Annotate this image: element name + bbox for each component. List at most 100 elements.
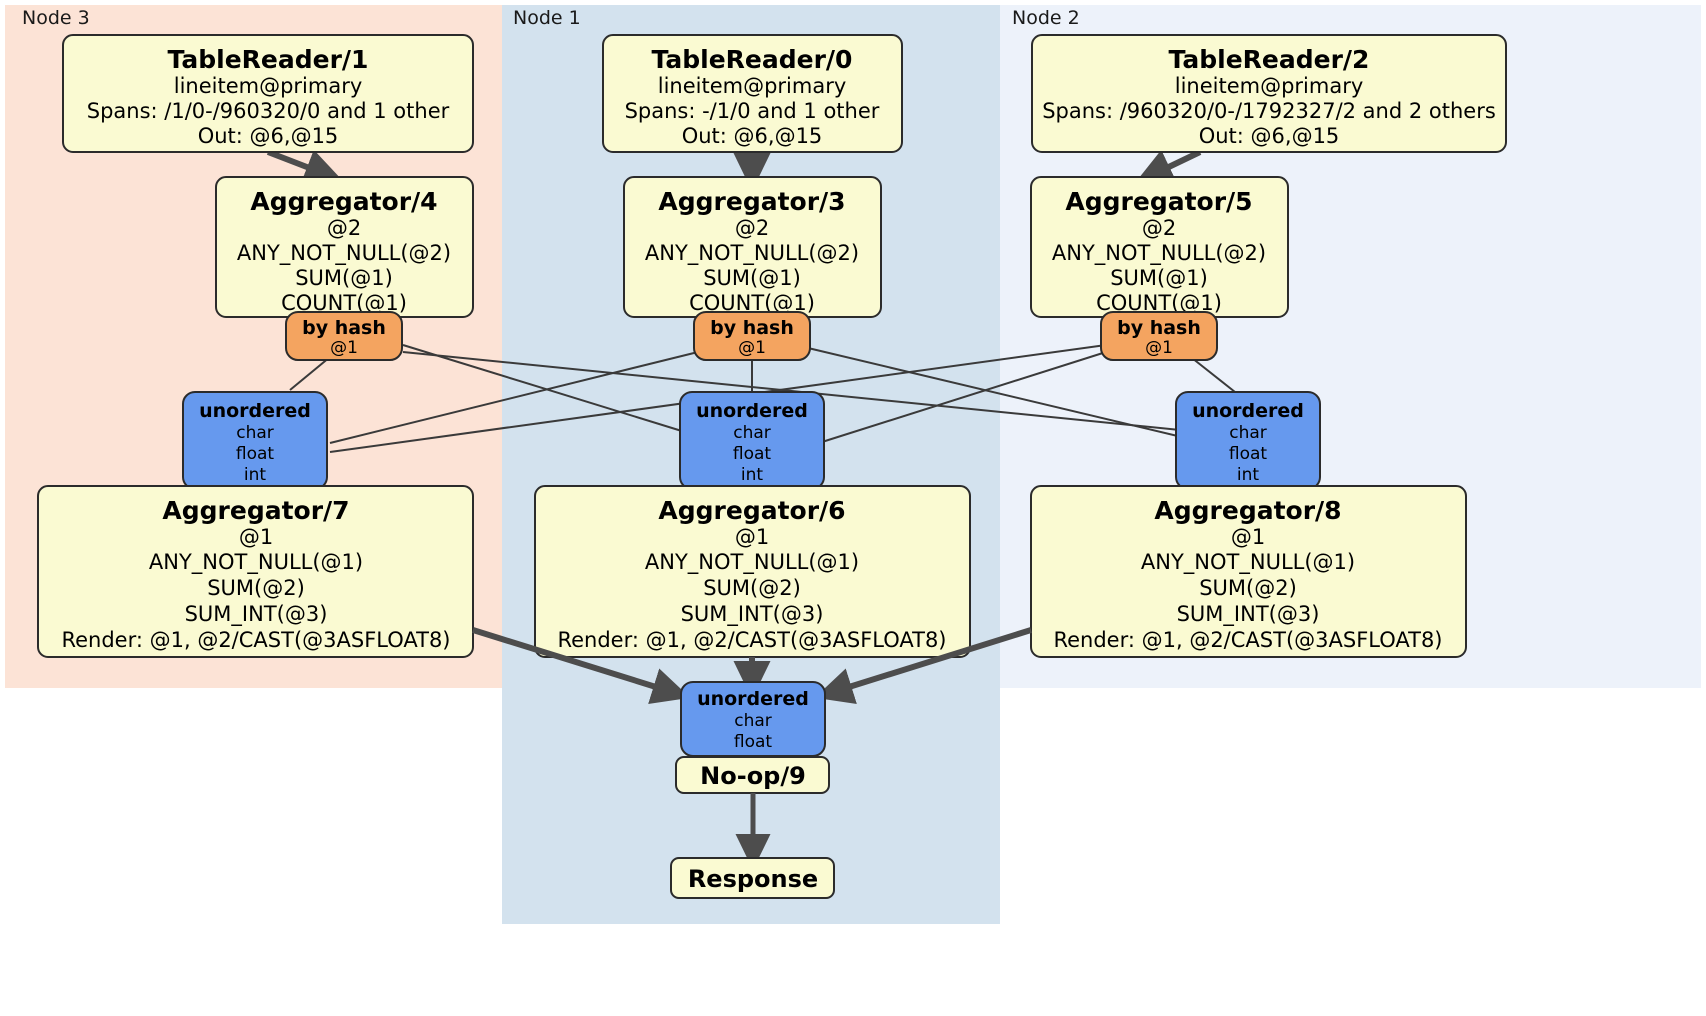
response-box[interactable]: [670, 857, 835, 899]
aggregator-7-title: Aggregator/7: [162, 496, 349, 525]
hash-router-node1-title: by hash: [710, 317, 794, 339]
aggregator-6-group: @1: [735, 525, 769, 549]
final-unordered-type-1: char: [734, 711, 772, 731]
hash-router-node2-column: @1: [1145, 338, 1173, 358]
panel-label-node-1: Node 1: [513, 7, 581, 29]
edge-hash5-unord8: [1191, 357, 1236, 393]
panel-label-node-3: Node 3: [22, 7, 90, 29]
aggregator-4-group: @2: [327, 216, 361, 240]
aggregator-4-title: Aggregator/4: [250, 187, 437, 216]
aggregator-7-box[interactable]: [37, 485, 474, 658]
reader-to-aggregator-edges: [266, 149, 1202, 192]
hash-router-node3-title: by hash: [302, 317, 386, 339]
aggregator-6-agg2: SUM(@2): [703, 576, 801, 600]
unordered-router-node3-type-2: float: [236, 444, 275, 464]
aggregator-7-agg2: SUM(@2): [207, 576, 305, 600]
aggregator-6[interactable]: Aggregator/6 @1 ANY_NOT_NULL(@1) SUM(@2)…: [534, 485, 971, 658]
table-reader-2[interactable]: TableReader/2 lineitem@primary Spans: /9…: [1031, 34, 1507, 153]
unordered-router-node2-type-3: int: [1237, 465, 1259, 485]
aggregator-to-final-edges: [472, 627, 1032, 705]
aggregator-8-agg2: SUM(@2): [1199, 576, 1297, 600]
edge-hash4-unord7: [289, 356, 331, 391]
aggregator-8-render: Render: @1, @2/CAST(@3ASFLOAT8): [1053, 628, 1442, 652]
aggregator-3-agg2: SUM(@1): [703, 266, 801, 290]
unordered-router-node3-type-1: char: [236, 423, 274, 443]
noop-processor[interactable]: No-op/9: [675, 756, 830, 794]
table-reader-0-title: TableReader/0: [652, 45, 853, 74]
hash-router-node2[interactable]: by hash @1: [1100, 311, 1218, 361]
aggregator-8[interactable]: Aggregator/8 @1 ANY_NOT_NULL(@1) SUM(@2)…: [1030, 485, 1467, 658]
table-reader-0[interactable]: TableReader/0 lineitem@primary Spans: -/…: [602, 34, 903, 153]
hash-router-node3[interactable]: by hash @1: [285, 311, 403, 361]
aggregator-3-group: @2: [735, 216, 769, 240]
edge-agg8-final: [814, 627, 1032, 705]
hash-router-node1-column: @1: [738, 338, 766, 358]
aggregator-8-title: Aggregator/8: [1154, 496, 1341, 525]
response-node[interactable]: Response: [670, 857, 835, 899]
edge-hash5-unord6: [821, 351, 1107, 443]
aggregator-5[interactable]: Aggregator/5 @2 ANY_NOT_NULL(@2) SUM(@1)…: [1030, 176, 1289, 318]
unordered-router-node2-title: unordered: [1192, 400, 1304, 422]
unordered-router-node3[interactable]: unordered char float int: [182, 391, 328, 490]
table-reader-1[interactable]: TableReader/1 lineitem@primary Spans: /1…: [62, 34, 474, 153]
edge-hash4-unord6: [402, 344, 686, 433]
unordered-router-node1-type-1: char: [733, 423, 771, 443]
aggregator-4[interactable]: Aggregator/4 @2 ANY_NOT_NULL(@2) SUM(@1)…: [215, 176, 474, 318]
unordered-router-node2-type-1: char: [1229, 423, 1267, 443]
edge-hash3-unord7: [329, 351, 699, 444]
table-reader-1-spans: Spans: /1/0-/960320/0 and 1 other: [87, 99, 450, 123]
aggregator-5-title: Aggregator/5: [1065, 187, 1252, 216]
hash-router-node3-box[interactable]: [285, 311, 403, 361]
aggregator-7-render: Render: @1, @2/CAST(@3ASFLOAT8): [61, 628, 450, 652]
aggregator-4-agg2: SUM(@1): [295, 266, 393, 290]
table-reader-2-box[interactable]: [1031, 34, 1507, 153]
aggregator-4-agg1: ANY_NOT_NULL(@2): [237, 241, 451, 266]
panel-label-node-2: Node 2: [1012, 7, 1080, 29]
aggregator-7-agg3: SUM_INT(@3): [185, 602, 328, 627]
edge-reader1-agg4: [266, 149, 343, 185]
aggregator-7[interactable]: Aggregator/7 @1 ANY_NOT_NULL(@1) SUM(@2)…: [37, 485, 474, 658]
table-reader-2-table: lineitem@primary: [1175, 74, 1364, 98]
final-unordered-router[interactable]: unordered char float: [680, 681, 826, 757]
table-reader-2-out: Out: @6,@15: [1199, 124, 1340, 148]
unordered-router-node1-title: unordered: [696, 400, 808, 422]
aggregator-8-group: @1: [1231, 525, 1265, 549]
hash-router-node1[interactable]: by hash @1: [693, 311, 811, 361]
aggregator-3-agg1: ANY_NOT_NULL(@2): [645, 241, 859, 266]
aggregator-6-title: Aggregator/6: [658, 496, 845, 525]
unordered-router-node2[interactable]: unordered char float int: [1175, 391, 1321, 490]
aggregator-8-agg1: ANY_NOT_NULL(@1): [1141, 550, 1355, 575]
hash-router-node1-box[interactable]: [693, 311, 811, 361]
table-reader-0-spans: Spans: -/1/0 and 1 other: [625, 99, 880, 123]
table-reader-0-box[interactable]: [602, 34, 903, 153]
aggregator-8-agg3: SUM_INT(@3): [1177, 602, 1320, 627]
aggregator-3-title: Aggregator/3: [658, 187, 845, 216]
table-reader-2-title: TableReader/2: [1169, 45, 1370, 74]
table-reader-1-out: Out: @6,@15: [198, 124, 339, 148]
aggregator-6-render: Render: @1, @2/CAST(@3ASFLOAT8): [557, 628, 946, 652]
table-reader-0-out: Out: @6,@15: [682, 124, 823, 148]
hash-router-node2-box[interactable]: [1100, 311, 1218, 361]
aggregator-7-agg1: ANY_NOT_NULL(@1): [149, 550, 363, 575]
aggregator-5-agg2: SUM(@1): [1110, 266, 1208, 290]
noop-title: No-op/9: [700, 762, 806, 790]
aggregator-8-box[interactable]: [1030, 485, 1467, 658]
unordered-router-node3-title: unordered: [199, 400, 311, 422]
edge-reader2-agg5: [1134, 149, 1202, 184]
unordered-router-node1[interactable]: unordered char float int: [679, 391, 825, 490]
aggregator-6-agg1: ANY_NOT_NULL(@1): [645, 550, 859, 575]
unordered-router-node1-type-2: float: [733, 444, 772, 464]
hash-router-node3-column: @1: [330, 338, 358, 358]
aggregator-7-group: @1: [239, 525, 273, 549]
edge-agg7-final: [472, 627, 691, 705]
table-reader-0-table: lineitem@primary: [658, 74, 847, 98]
aggregator-3[interactable]: Aggregator/3 @2 ANY_NOT_NULL(@2) SUM(@1)…: [623, 176, 882, 318]
table-reader-1-table: lineitem@primary: [174, 74, 363, 98]
aggregator-5-group: @2: [1142, 216, 1176, 240]
unordered-router-node2-type-2: float: [1229, 444, 1268, 464]
aggregator-6-agg3: SUM_INT(@3): [681, 602, 824, 627]
table-reader-1-title: TableReader/1: [168, 45, 369, 74]
final-unordered-title: unordered: [697, 688, 809, 710]
table-reader-1-box[interactable]: [62, 34, 474, 153]
